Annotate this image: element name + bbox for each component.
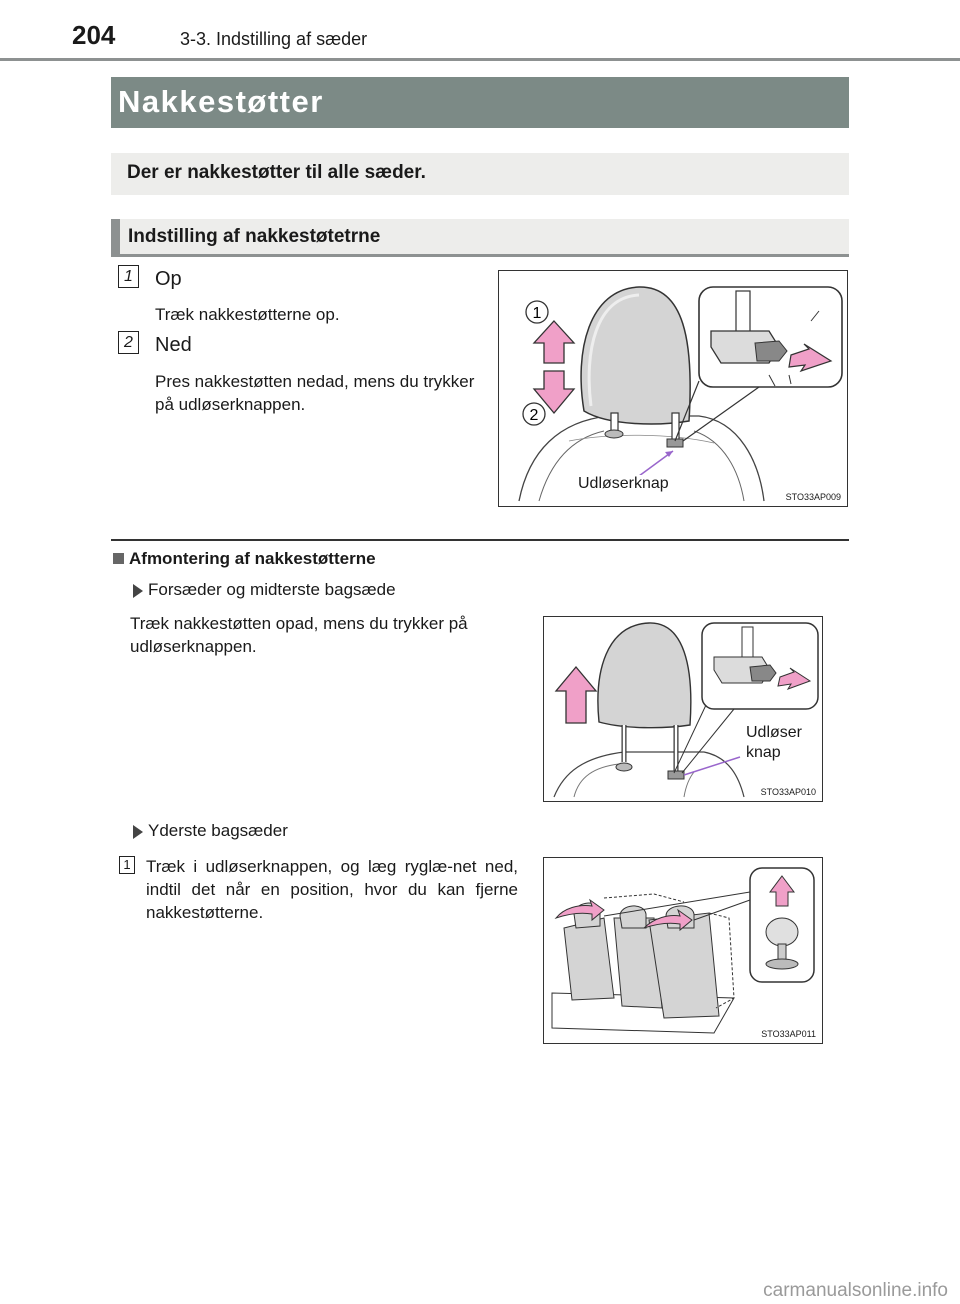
section-heading-bar <box>111 219 849 257</box>
figure-front-removal: Udløser knap STO33AP010 <box>543 616 823 802</box>
headrest-adjust-illustration: 1 2 <box>518 286 843 502</box>
intro-box <box>111 153 849 195</box>
front-seats-text: Træk nakkestøtten opad, mens du trykker … <box>130 614 468 656</box>
figure-code-2: STO33AP010 <box>760 787 816 797</box>
step-desc-up: Træk nakkestøtterne op. <box>155 305 340 324</box>
rear-removal-illustration <box>551 867 815 1034</box>
release-button-label-2: Udløser knap <box>746 724 803 761</box>
figure-rear-removal: STO33AP011 <box>543 857 823 1044</box>
bullet-triangle <box>133 584 143 598</box>
watermark: carmanualsonline.info <box>763 1280 948 1301</box>
svg-text:2: 2 <box>530 407 539 424</box>
front-removal-illustration <box>553 622 819 798</box>
section-heading-accent <box>111 219 120 257</box>
intro-text: Der er nakkestøtter til alle sæder. <box>127 162 426 183</box>
bullet-triangle-2 <box>133 825 143 839</box>
section-square-marker <box>113 553 124 564</box>
front-seats-bullet: Forsæder og midterste bagsæde <box>148 580 396 599</box>
removal-heading: Afmontering af nakkestøtterne <box>129 549 376 568</box>
step-number-1: 1 <box>118 265 139 288</box>
chapter-title: 3-3. Indstilling af sæder <box>180 29 368 49</box>
release-button-label: Udløserknap <box>576 475 671 493</box>
page-number: 204 <box>72 20 116 50</box>
section-separator <box>111 539 849 541</box>
header-divider <box>0 58 960 61</box>
section-heading: Indstilling af nakkestøtetrne <box>128 226 381 247</box>
step-title-up: Op <box>155 268 182 290</box>
step-number-2: 2 <box>118 331 139 354</box>
step-title-down: Ned <box>155 334 192 356</box>
figure-headrest-adjust: 1 2 Udløserknap STO33AP009 <box>498 270 848 507</box>
page-title: Nakkestøtter <box>118 84 324 119</box>
figure-code: STO33AP009 <box>785 492 841 502</box>
step-desc-down: Pres nakkestøtten nedad, mens du trykker… <box>155 372 475 414</box>
outer-seats-bullet: Yderste bagsæder <box>148 821 288 840</box>
figure-code-3: STO33AP011 <box>761 1029 816 1039</box>
title-bar <box>111 77 849 128</box>
svg-text:1: 1 <box>533 305 542 322</box>
outer-step-number: 1 <box>119 856 135 874</box>
outer-seats-text: Træk i udløserknappen, og læg ryglæ-net … <box>146 857 518 922</box>
